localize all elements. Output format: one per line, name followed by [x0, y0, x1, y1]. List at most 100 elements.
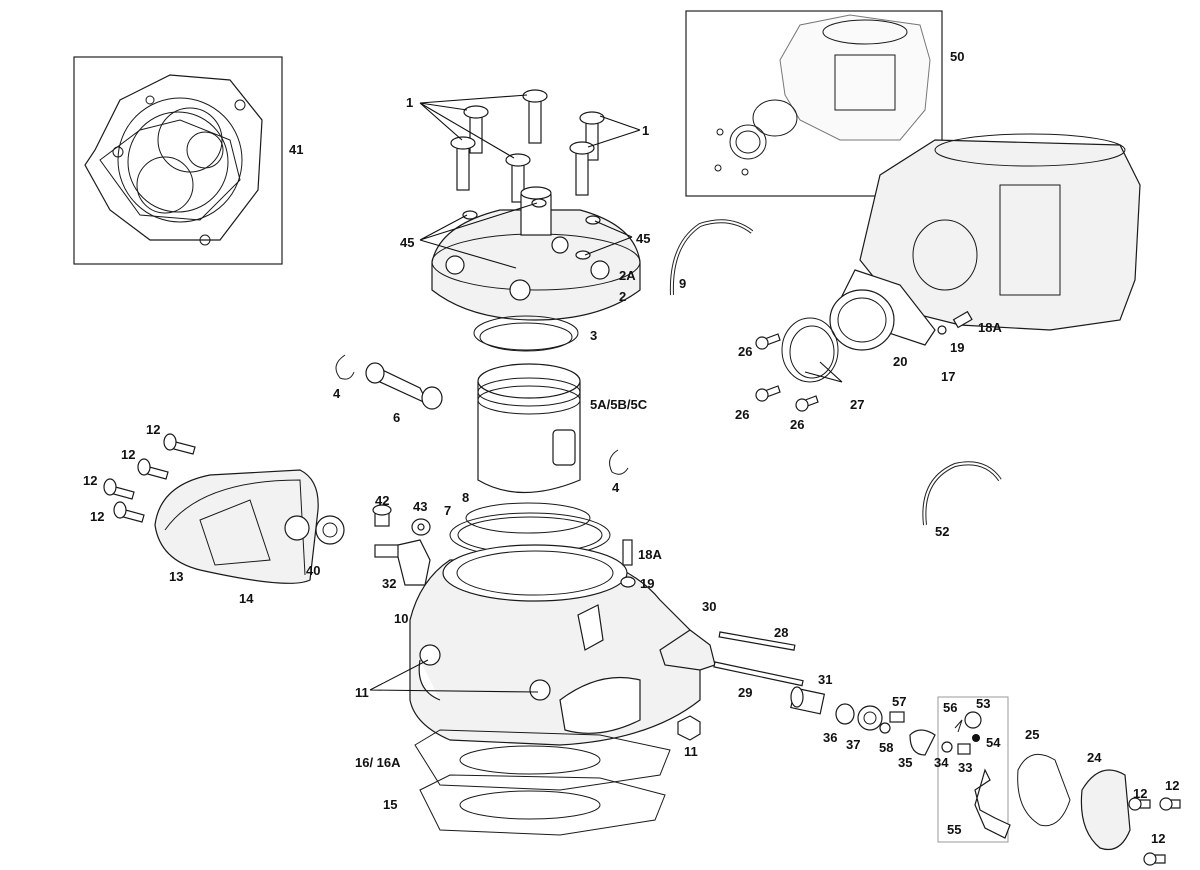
callout-1: 1	[406, 95, 414, 110]
callout-2a: 2A	[619, 268, 636, 283]
circlip-right	[609, 449, 629, 475]
callout-2: 2	[619, 289, 627, 304]
cylinder-head	[431, 186, 641, 321]
callout-7: 7	[444, 503, 452, 518]
callout-4: 4	[612, 480, 620, 495]
bearing-37	[857, 705, 883, 731]
side-cover	[154, 469, 345, 584]
circlip-left	[335, 354, 355, 380]
callout-36: 36	[823, 730, 838, 745]
callout-19: 19	[640, 576, 655, 591]
callout-52: 52	[935, 524, 950, 539]
callout-8: 8	[462, 490, 470, 505]
exhaust-flange	[829, 269, 936, 351]
spring-54	[972, 734, 980, 742]
callout-45: 45	[400, 235, 415, 250]
callout-37: 37	[846, 737, 861, 752]
callout-30: 30	[702, 599, 717, 614]
callout-20: 20	[893, 354, 908, 369]
base-gaskets	[414, 729, 671, 836]
callout-32: 32	[382, 576, 397, 591]
callout-33: 33	[958, 760, 973, 775]
callout-12: 12	[1165, 778, 1180, 793]
flange-screws	[755, 333, 819, 412]
callout-24: 24	[1087, 750, 1102, 765]
valve-shaft-31	[790, 686, 826, 715]
callout-17: 17	[941, 369, 956, 384]
washer-19	[620, 576, 636, 588]
rod-28	[718, 631, 796, 651]
hose-52	[922, 461, 1002, 526]
callout-54: 54	[986, 735, 1001, 750]
callout-14: 14	[239, 591, 254, 606]
callout-42: 42	[375, 493, 390, 508]
callout-28: 28	[774, 625, 789, 640]
callout-12: 12	[90, 509, 105, 524]
callout-25: 25	[1025, 727, 1040, 742]
piston	[477, 363, 581, 493]
callout-12: 12	[1151, 831, 1166, 846]
callout-12: 12	[83, 473, 98, 488]
screw-33	[957, 743, 971, 755]
callout-12: 12	[146, 422, 161, 437]
cover-screws	[103, 433, 196, 523]
washer-19-side	[937, 325, 947, 335]
callout-18a: 18A	[978, 320, 1002, 335]
gasket-kit-inset	[73, 56, 283, 265]
fitting-18a	[622, 539, 633, 566]
seal-36	[835, 703, 855, 725]
callout-4: 4	[333, 386, 341, 401]
rod-29	[713, 661, 804, 687]
callout-13: 13	[169, 569, 184, 584]
cylinder-assembly-inset	[685, 10, 943, 197]
callout-27: 27	[850, 397, 865, 412]
callout-26: 26	[738, 344, 753, 359]
cylinder-side-view	[859, 133, 1141, 331]
exhaust-o-rings	[781, 317, 839, 383]
pin-56	[954, 719, 963, 733]
callout-40: 40	[306, 563, 321, 578]
callout-10: 10	[394, 611, 409, 626]
fitting-18a-side	[952, 310, 973, 329]
spring-55	[974, 768, 1011, 839]
callout-41: 41	[289, 142, 304, 157]
callout-16-16a: 16/ 16A	[355, 755, 401, 770]
gasket-25	[1017, 753, 1071, 827]
callout-18a: 18A	[638, 547, 662, 562]
callout-45: 45	[636, 231, 651, 246]
washer-58	[879, 722, 891, 734]
part-57	[889, 711, 905, 723]
spring-kit-frame	[937, 696, 1009, 843]
callout-11: 11	[355, 685, 369, 700]
callout-12: 12	[121, 447, 136, 462]
callout-26: 26	[790, 417, 805, 432]
callout-55: 55	[947, 822, 962, 837]
callout-9: 9	[679, 276, 687, 291]
callout-57: 57	[892, 694, 907, 709]
callout-50: 50	[950, 49, 965, 64]
callout-1: 1	[642, 123, 650, 138]
callout-3: 3	[590, 328, 598, 343]
callout-11: 11	[684, 744, 698, 759]
ball-53	[964, 711, 982, 729]
callout-5a-5b-5c: 5A/5B/5C	[590, 397, 648, 412]
callout-19: 19	[950, 340, 965, 355]
cover-24	[1080, 769, 1131, 851]
callout-29: 29	[738, 685, 753, 700]
piston-pin	[365, 362, 443, 410]
cylinder-nut	[677, 715, 701, 741]
cover-24-screws	[1128, 797, 1181, 866]
washer-34	[941, 741, 953, 753]
callout-35: 35	[898, 755, 913, 770]
cylinder	[409, 544, 701, 746]
callout-58: 58	[879, 740, 894, 755]
head-o-ring	[473, 315, 579, 351]
callout-34: 34	[934, 755, 949, 770]
callout-12: 12	[1133, 786, 1148, 801]
callout-53: 53	[976, 696, 991, 711]
callout-6: 6	[393, 410, 401, 425]
callout-26: 26	[735, 407, 750, 422]
lever-35	[909, 729, 936, 756]
